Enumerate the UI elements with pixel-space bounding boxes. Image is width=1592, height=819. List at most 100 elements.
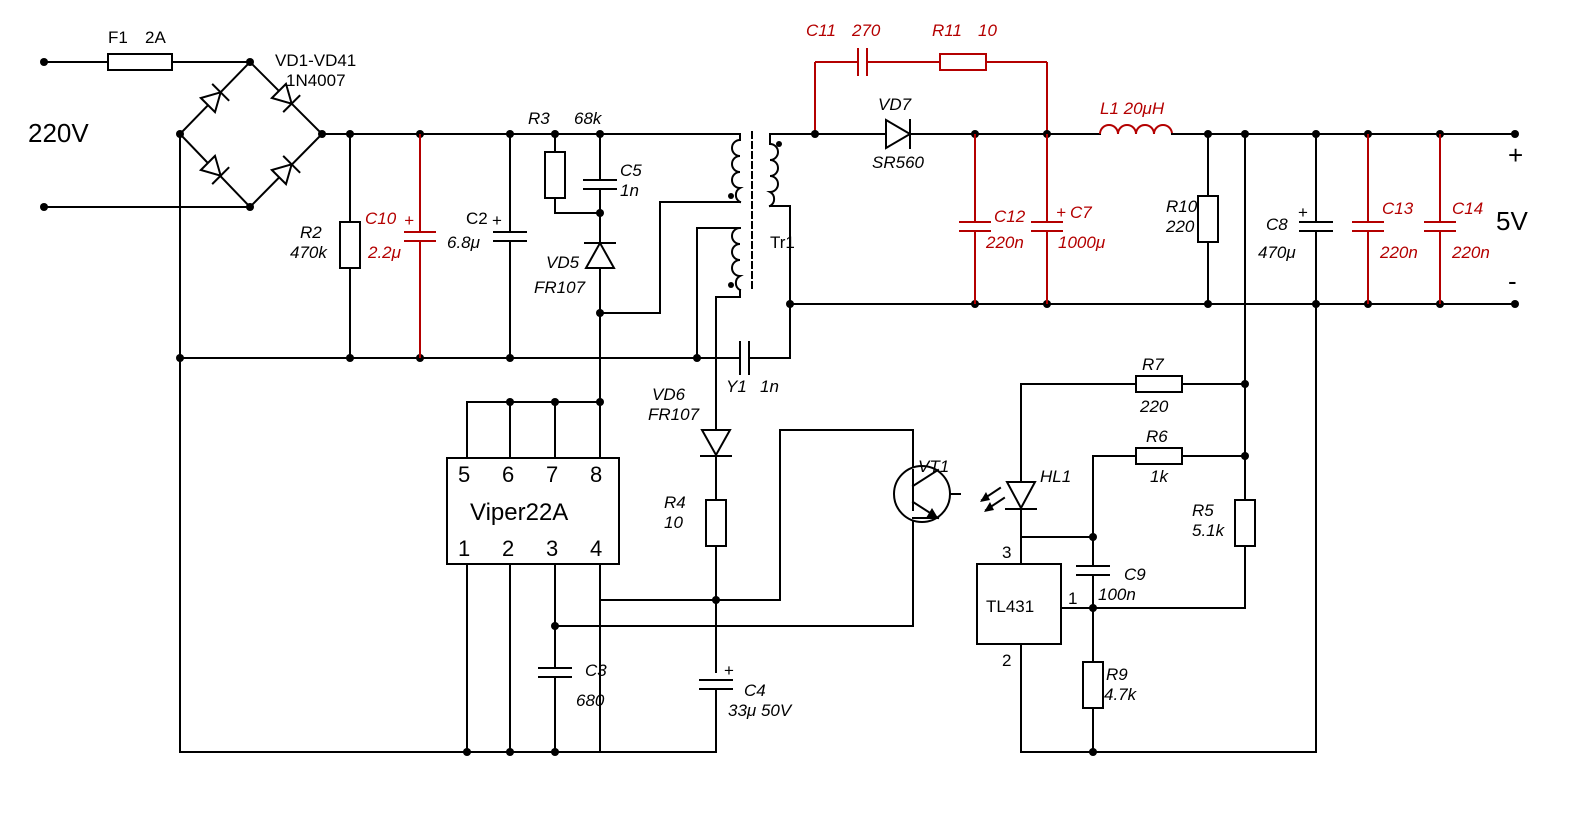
viper-pin1: 1 xyxy=(458,536,470,561)
bridge-label: VD1-VD41 xyxy=(275,51,356,70)
clamp-snubber: R3 68k C5 1n VD5 FR107 xyxy=(528,109,642,753)
tl431-pin2: 2 xyxy=(1002,651,1011,670)
output-minus: - xyxy=(1508,266,1517,296)
capacitor-c7: + C7 1000μ xyxy=(1031,134,1106,304)
c11-value: 270 xyxy=(851,21,881,40)
c5-label: C5 xyxy=(620,161,642,180)
r3-label: R3 xyxy=(528,109,550,128)
fuse-value: 2A xyxy=(145,28,166,47)
resistor-r2: R2 470k xyxy=(290,133,361,359)
viper-pin6: 6 xyxy=(502,462,514,487)
viper-pin7: 7 xyxy=(546,462,558,487)
output-plus: + xyxy=(1508,140,1523,170)
c8-label: C8 xyxy=(1266,215,1288,234)
viper-pin8: 8 xyxy=(590,462,602,487)
viper-pin4: 4 xyxy=(590,536,602,561)
bridge-rectifier: VD1-VD41 1N4007 xyxy=(176,51,356,211)
c10-value: 2.2μ xyxy=(367,243,402,262)
diode-vd5 xyxy=(584,240,616,269)
c8-value: 470μ xyxy=(1258,243,1296,262)
resistor-r10: R10 220 xyxy=(1165,133,1219,305)
optotransistor-vt1: VT1 xyxy=(893,457,961,523)
viper22a-ic: Viper22A 5 6 7 8 1 2 3 4 xyxy=(446,398,914,753)
c7-plus: + xyxy=(1056,203,1066,222)
resistor-r4 xyxy=(705,499,727,547)
output-terminals: + 5V - xyxy=(1496,140,1528,296)
resistor-r6 xyxy=(1135,447,1183,465)
capacitor-y1: Y1 1n xyxy=(696,341,791,396)
c2-value: 6.8μ xyxy=(447,233,481,252)
feedback-network: R7 220 R6 1k R5 5.1k HL1 C9 100n xyxy=(976,133,1317,756)
c7-label: C7 xyxy=(1070,203,1092,222)
r7-value: 220 xyxy=(1139,397,1169,416)
r6-value: 1k xyxy=(1150,467,1169,486)
c12-label: C12 xyxy=(994,207,1026,226)
c3-value: 680 xyxy=(576,691,605,710)
r10-label: R10 xyxy=(1166,197,1198,216)
r3-value: 68k xyxy=(574,109,603,128)
hv-rails xyxy=(176,130,741,753)
c7-value: 1000μ xyxy=(1058,233,1106,252)
tl431-label: TL431 xyxy=(986,597,1034,616)
diode-vd6 xyxy=(700,429,732,458)
y1-label: Y1 xyxy=(726,377,747,396)
vd7-label: VD7 xyxy=(878,95,912,114)
r6-label: R6 xyxy=(1146,427,1168,446)
fuse-label: F1 xyxy=(108,28,128,47)
r5-label: R5 xyxy=(1192,501,1214,520)
capacitor-c12: C12 220n xyxy=(959,134,1026,304)
r11-label: R11 xyxy=(932,21,962,40)
c14-label: C14 xyxy=(1452,199,1483,218)
r7-label: R7 xyxy=(1142,355,1164,374)
c2-plus: + xyxy=(492,211,502,230)
tl431-pin1: 1 xyxy=(1068,589,1077,608)
c4-plus: + xyxy=(724,661,734,680)
tr1-label: Tr1 xyxy=(770,233,795,252)
r4-value: 10 xyxy=(664,513,683,532)
output-snubber: C11 270 R11 10 xyxy=(806,21,1048,138)
c2-label: C2 xyxy=(466,209,488,228)
resistor-r7 xyxy=(1135,375,1183,393)
c9-label: C9 xyxy=(1124,565,1146,584)
l1-label: L1 20μH xyxy=(1100,99,1165,118)
r2-value: 470k xyxy=(290,243,328,262)
r9-value: 4.7k xyxy=(1104,685,1138,704)
capacitor-c2: + C2 6.8μ xyxy=(447,133,527,359)
vt1-label: VT1 xyxy=(918,457,949,476)
c13-label: C13 xyxy=(1382,199,1414,218)
fuse-f1 xyxy=(107,53,173,71)
viper-pin5: 5 xyxy=(458,462,470,487)
resistor-r9 xyxy=(1082,661,1104,709)
c10-plus: + xyxy=(404,211,414,230)
tl431-ic xyxy=(976,563,1062,645)
vd5-value: FR107 xyxy=(534,278,586,297)
viper-label: Viper22A xyxy=(470,499,568,526)
transformer-tr1: Tr1 xyxy=(599,131,911,431)
viper-pin3: 3 xyxy=(546,536,558,561)
inductor-l1: L1 20μH xyxy=(1099,99,1519,138)
aux-rectifier: VD6 FR107 R4 10 xyxy=(648,385,732,673)
vd5-label: VD5 xyxy=(546,253,580,272)
output-voltage: 5V xyxy=(1496,206,1528,236)
c5-value: 1n xyxy=(620,181,639,200)
c13-value: 220n xyxy=(1379,243,1418,262)
led-hl1 xyxy=(1005,481,1037,511)
c4-value: 33μ 50V xyxy=(728,701,793,720)
c8-plus: + xyxy=(1298,203,1308,222)
mains-input: F1 2A 220V xyxy=(28,28,251,211)
c10-label: C10 xyxy=(365,209,397,228)
capacitor-c4: + C4 33μ 50V xyxy=(699,661,793,753)
vd6-label: VD6 xyxy=(652,385,686,404)
diode-vd7: VD7 SR560 xyxy=(872,95,1101,172)
r5-value: 5.1k xyxy=(1192,521,1226,540)
r11-value: 10 xyxy=(978,21,997,40)
resistor-r3 xyxy=(544,151,566,199)
capacitor-c10: + C10 2.2μ xyxy=(365,134,436,358)
capacitor-c3: C3 680 xyxy=(538,661,607,753)
capacitor-c14: C14 220n xyxy=(1424,134,1490,304)
hl1-label: HL1 xyxy=(1040,467,1071,486)
c11-label: C11 xyxy=(806,21,836,40)
capacitor-c8: + C8 470μ xyxy=(1258,133,1333,305)
r9-label: R9 xyxy=(1106,665,1128,684)
